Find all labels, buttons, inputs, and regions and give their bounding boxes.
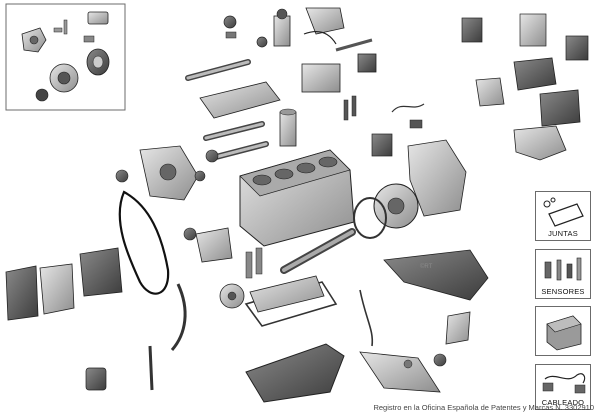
pistons (279, 108, 297, 147)
engine-mount-bracket (445, 311, 471, 345)
camshaft-upper (185, 59, 251, 81)
category-panel-engine[interactable] (535, 306, 591, 356)
bracket-bolts (53, 19, 95, 43)
timing-cover (139, 145, 199, 201)
category-panel-sensores[interactable]: SENSORES (535, 249, 591, 299)
engine-mounts (403, 353, 447, 369)
oil-pump-cover (195, 227, 233, 263)
category-label-juntas: JUNTAS (548, 229, 578, 238)
crankshaft (280, 228, 356, 274)
category-label-cableado: CABLEADO (541, 398, 585, 407)
glow-plugs (343, 95, 357, 121)
registration-notice: Registro en la Oficina Española de Paten… (373, 403, 594, 412)
throttle-body (87, 11, 109, 25)
left-plate-1 (5, 265, 39, 321)
heat-shield (383, 249, 489, 301)
injector-rail (335, 38, 373, 52)
left-plate-2 (39, 263, 75, 315)
fuse-box (475, 77, 505, 107)
turbo-actuator (85, 367, 107, 391)
harmonic-balancer (219, 283, 245, 309)
exhaust-camshaft (209, 141, 269, 161)
fuel-injection-pump (273, 8, 291, 47)
battery-box (539, 89, 581, 127)
gasket-icon (543, 197, 584, 227)
category-panel-cableado[interactable]: CABLEADO (535, 364, 591, 410)
sensor-wire (391, 103, 425, 129)
egr-valve (371, 133, 393, 157)
engine-block (239, 149, 355, 247)
valve-cover (199, 81, 281, 119)
bell-housing-adapter (407, 139, 467, 217)
flywheel (373, 183, 419, 229)
connecting-rods (245, 247, 263, 279)
battery-clamp (513, 125, 567, 161)
category-label-sensores: SENSORES (541, 287, 585, 296)
water-pump-pulley (86, 48, 110, 76)
engine-icon (546, 315, 582, 351)
coolant-fittings (223, 15, 268, 48)
rear-seal-ring (353, 197, 387, 239)
alternator (35, 63, 79, 102)
alternator-bracket (21, 27, 47, 53)
oil-pan (245, 343, 345, 403)
oil-filter-housing (305, 7, 345, 35)
oil-pan-frame (249, 275, 325, 313)
dipstick-tube (359, 289, 374, 347)
sensor-icon (544, 257, 582, 281)
wiring-harness-icon (542, 373, 586, 394)
timing-chain-guides (148, 283, 187, 391)
fuel-hose (303, 31, 337, 45)
watermark-text: ©RT (420, 263, 433, 270)
intake-camshaft (203, 121, 265, 141)
cylinder-head-small (301, 53, 377, 93)
battery-tray-group (461, 13, 589, 61)
crossmember (359, 351, 441, 393)
left-plate-3 (79, 247, 123, 297)
category-panel-juntas[interactable]: JUNTAS (535, 191, 591, 241)
idler-pulleys (115, 149, 219, 241)
battery (513, 57, 557, 91)
timing-belt (118, 190, 170, 295)
